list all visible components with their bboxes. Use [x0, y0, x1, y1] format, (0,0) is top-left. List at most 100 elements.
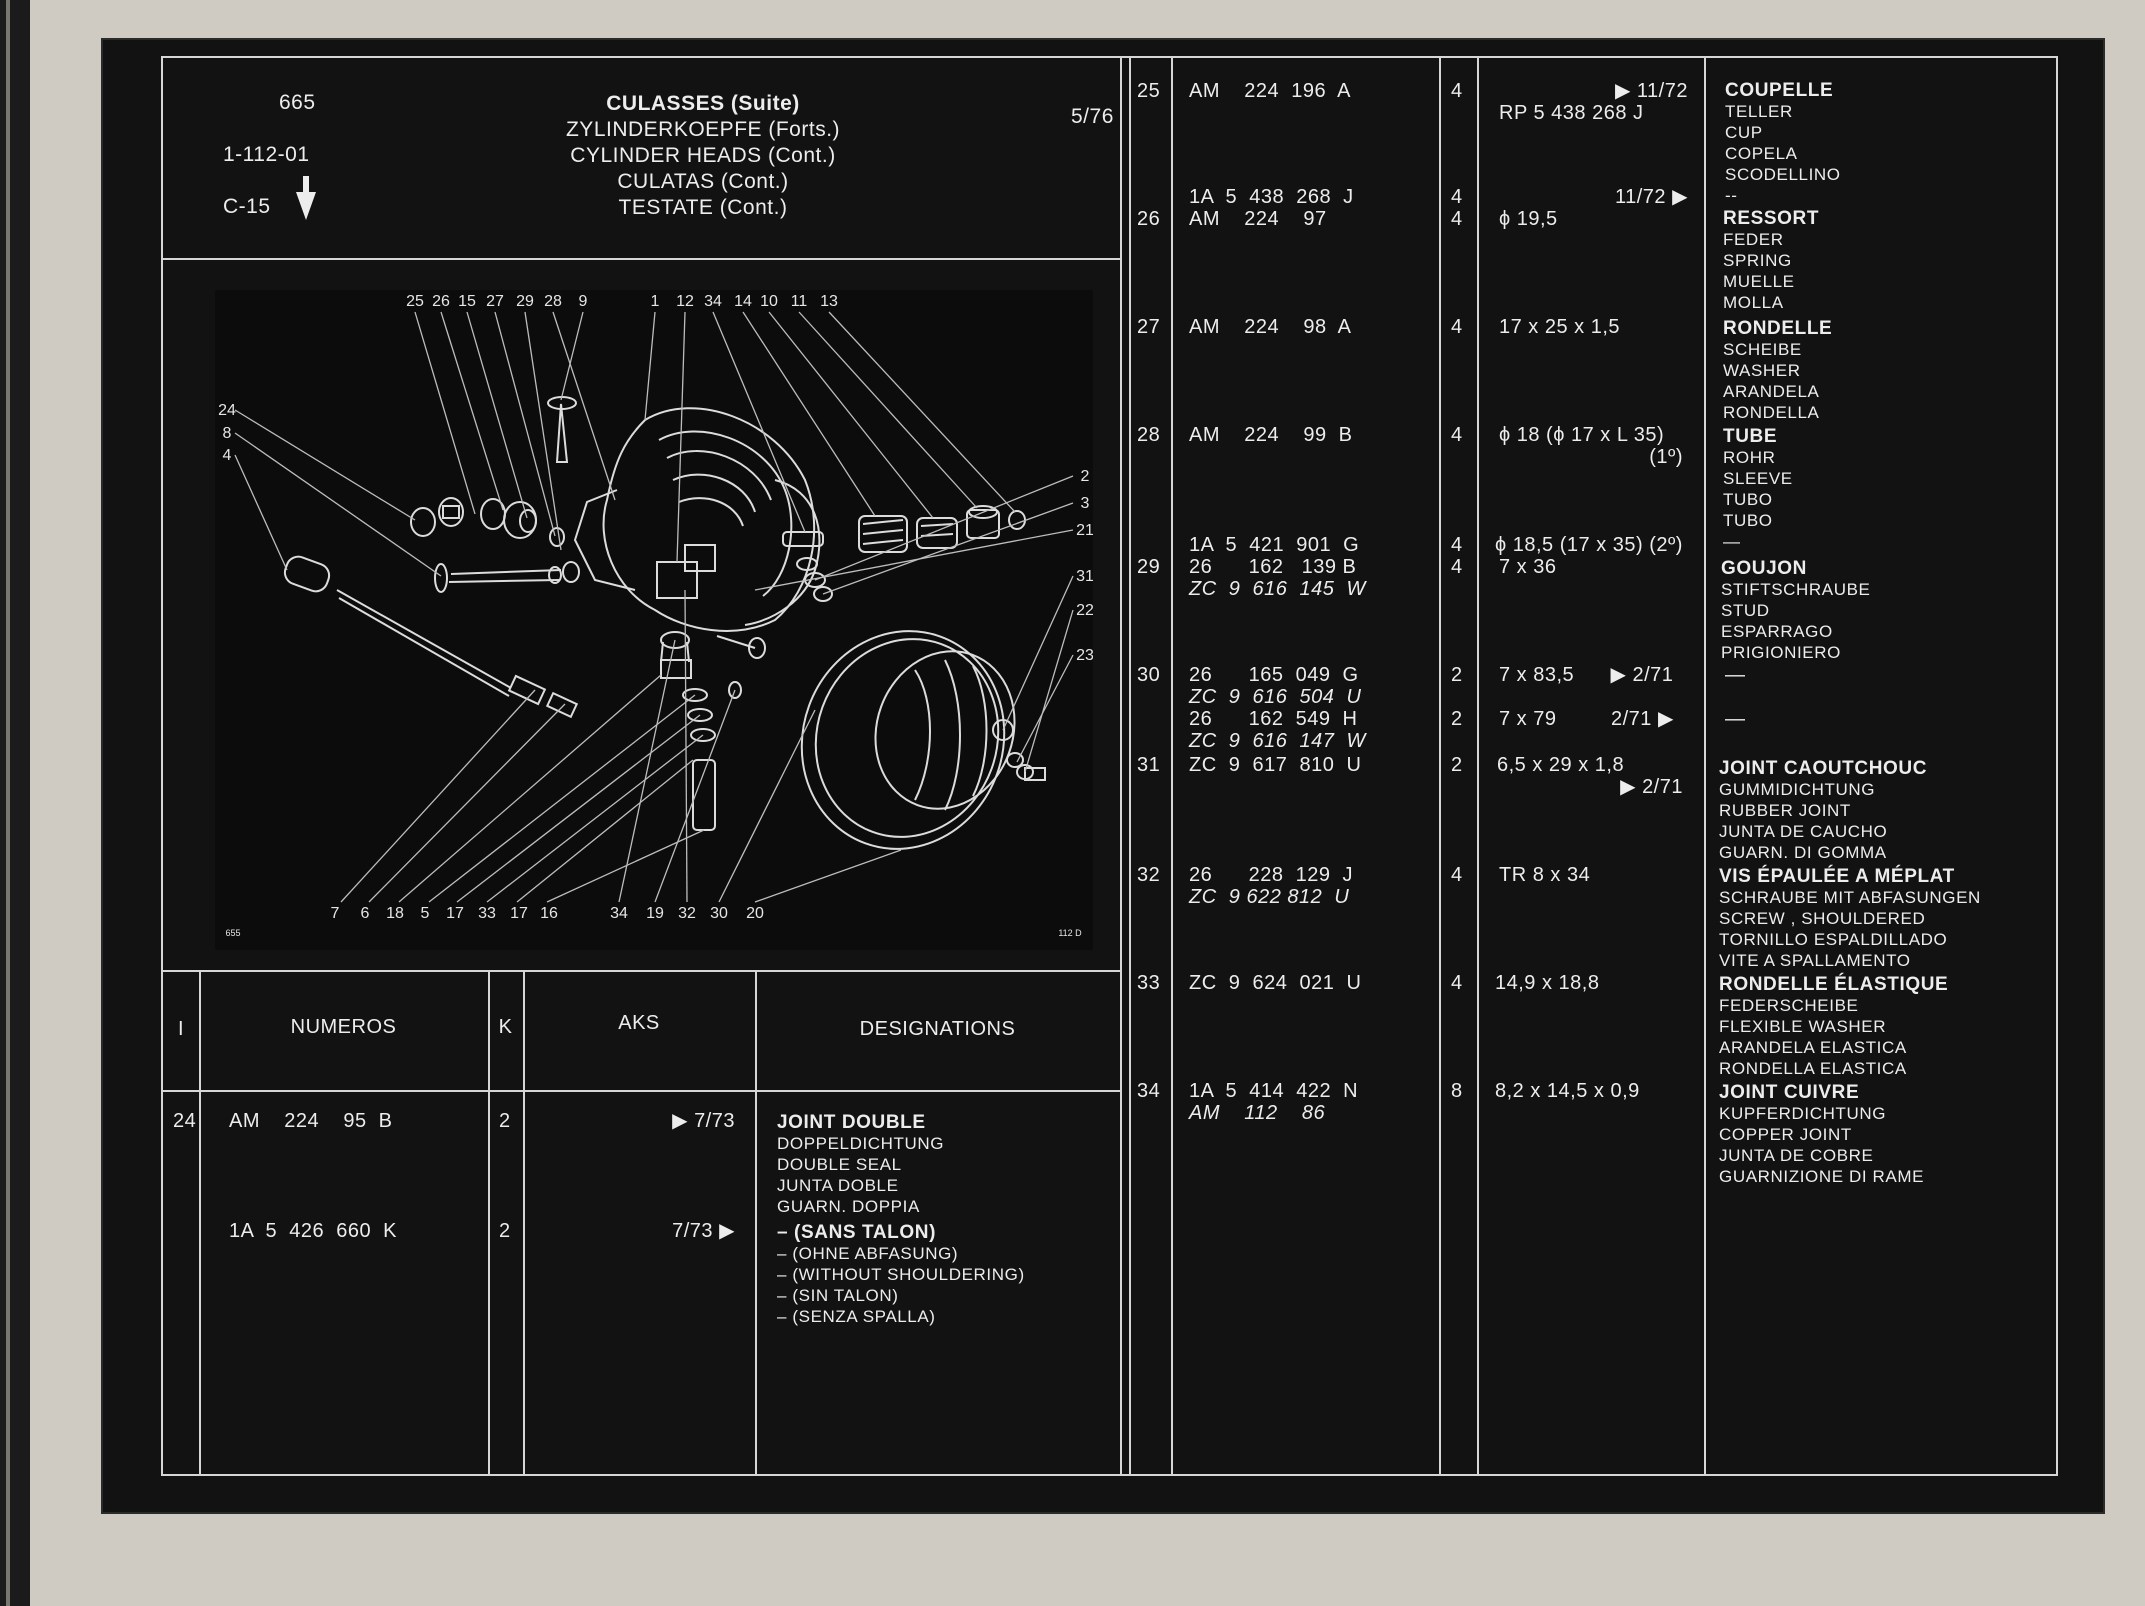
designation-de: FEDERSCHEIBE: [1719, 996, 1859, 1015]
row-aks-note: (1º): [1649, 446, 1683, 468]
row-k: 2: [1451, 664, 1463, 686]
callout-right-1: 2: [1081, 468, 1090, 485]
designation-list: VIS ÉPAULÉE A MÉPLAT SCHRAUBE MIT ABFASU…: [1719, 866, 1981, 971]
designation-es: JUNTA DE COBRE: [1719, 1146, 1874, 1165]
designation-en: DOUBLE SEAL: [777, 1155, 902, 1174]
row-k: 2: [1451, 708, 1463, 730]
row-aks: ▶ 11/72: [1614, 80, 1688, 102]
row-aks: 7/73 ▶: [672, 1220, 735, 1242]
callout-top-3: 15: [458, 293, 476, 310]
designation-es: COPELA: [1725, 144, 1798, 163]
designation-it: PRIGIONIERO: [1721, 643, 1841, 662]
designation-es: TUBO: [1723, 490, 1773, 509]
part-number-alt: AM 112 86: [1189, 1102, 1326, 1124]
part-number: ZC 9 617 810 U: [1189, 754, 1362, 776]
designation-de: SCHRAUBE MIT ABFASUNGEN: [1719, 888, 1981, 907]
designation-it: RONDELLA ELASTICA: [1719, 1059, 1907, 1078]
designation-main: RESSORT: [1723, 208, 1820, 229]
designation-en: CUP: [1725, 123, 1763, 142]
designation-de: SCHEIBE: [1723, 340, 1802, 359]
row-aks: 8,2 x 14,5 x 0,9: [1495, 1080, 1640, 1102]
title-english: CYLINDER HEADS (Cont.): [570, 144, 836, 167]
designation-list: TUBE ROHR SLEEVE TUBO TUBO —: [1723, 426, 1793, 552]
row-aks: 14,9 x 18,8: [1495, 972, 1600, 994]
row-aks: ϕ 19,5: [1499, 208, 1558, 230]
callout-bottom-12: 30: [710, 905, 728, 922]
row-aks: 7 x 83,5 ▶ 2/71: [1499, 664, 1674, 686]
left-k-divider: [523, 970, 525, 1474]
part-number-alt: ZC 9 622 812 U: [1189, 886, 1350, 908]
callout-top-1: 25: [406, 293, 424, 310]
callout-bottom-7: 17: [510, 905, 528, 922]
designation-en: – (WITHOUT SHOULDERING): [777, 1265, 1025, 1284]
part-number: 26 162 139 B: [1189, 556, 1357, 578]
callout-right-3: 21: [1076, 522, 1093, 539]
designation-dash: —: [1725, 708, 1746, 730]
designation-list: RONDELLE SCHEIBE WASHER ARANDELA RONDELL…: [1723, 318, 1832, 423]
diagram-callouts: 25 26 15 27 29 28 9 1 12 34 14 10 11 13 …: [218, 293, 1093, 938]
exploded-view-diagram: 25 26 15 27 29 28 9 1 12 34 14 10 11 13 …: [215, 290, 1093, 950]
part-number: 1A 5 421 901 G: [1189, 534, 1360, 556]
designation-es: MUELLE: [1723, 272, 1795, 291]
designation-main: – (SANS TALON): [777, 1222, 936, 1243]
part-number: 26 228 129 J: [1189, 864, 1354, 886]
microfiche-plate: 665 1-112-01 C-15 CULASSES (Suite) ZYLIN…: [103, 40, 2103, 1512]
row-index: 33: [1137, 972, 1161, 994]
designation-dash: —: [1725, 664, 1746, 686]
designation-es: JUNTA DE CAUCHO: [1719, 822, 1888, 841]
designation-en: SLEEVE: [1723, 469, 1793, 488]
row-index: 28: [1137, 424, 1161, 446]
row-index: 31: [1137, 754, 1161, 776]
row-index: 30: [1137, 664, 1161, 686]
diagram-corner-left: 655: [225, 928, 240, 938]
callout-bottom-4: 5: [421, 905, 430, 922]
part-number: 26 162 549 H: [1189, 708, 1358, 730]
callout-left-1: 24: [218, 402, 236, 419]
row-aks: 11/72 ▶: [1614, 186, 1688, 208]
designation-de: DOPPELDICHTUNG: [777, 1134, 945, 1153]
designation-list: GOUJON STIFTSCHRAUBE STUD ESPARRAGO PRIG…: [1721, 558, 1870, 663]
row-k: 2: [499, 1110, 511, 1132]
right-index-divider: [1171, 58, 1173, 1474]
row-k: 4: [1451, 972, 1463, 994]
center-divider-2: [1129, 58, 1131, 1474]
designation-de: – (OHNE ABFASUNG): [777, 1244, 959, 1263]
designation-es: – (SIN TALON): [777, 1286, 899, 1305]
row-index: 24: [173, 1110, 197, 1132]
designation-it: GUARNIZIONE DI RAME: [1719, 1167, 1925, 1186]
designation-note: --: [1725, 186, 1738, 205]
sheet-date: 5/76: [1071, 105, 1114, 128]
callout-top-12: 10: [760, 293, 778, 310]
col-numeros-header: NUMEROS: [290, 1016, 397, 1038]
row-k: 4: [1451, 316, 1463, 338]
col-k-header: K: [498, 1016, 513, 1038]
callout-top-6: 28: [544, 293, 562, 310]
title-spanish: CULATAS (Cont.): [617, 170, 789, 193]
row-k: 4: [1451, 864, 1463, 886]
designation-it: RONDELLA: [1723, 403, 1820, 422]
row-index: 25: [1137, 80, 1161, 102]
callout-top-8: 1: [651, 293, 660, 310]
table-head-top: [163, 970, 1120, 972]
row-k: 4: [1451, 534, 1463, 556]
part-number: AM 224 97: [1189, 208, 1327, 230]
designation-note: —: [1723, 532, 1741, 551]
designation-de: TELLER: [1725, 102, 1793, 121]
part-number: AM 224 95 B: [229, 1110, 393, 1132]
row-aks: 7 x 79 2/71 ▶: [1499, 708, 1674, 730]
designation-list: RESSORT FEDER SPRING MUELLE MOLLA: [1723, 208, 1819, 313]
right-k-divider: [1477, 58, 1479, 1474]
callout-bottom-6: 33: [478, 905, 496, 922]
callout-bottom-8: 16: [540, 905, 558, 922]
row-aks: 17 x 25 x 1,5: [1499, 316, 1621, 338]
designation-main: JOINT DOUBLE: [777, 1112, 926, 1133]
left-index-divider: [199, 970, 201, 1474]
col-index-header: I: [177, 1018, 185, 1040]
ref-665: 665: [279, 91, 316, 114]
designation-es: JUNTA DOBLE: [777, 1176, 899, 1195]
designation-main: GOUJON: [1721, 558, 1807, 579]
designation-en: RUBBER JOINT: [1719, 801, 1851, 820]
designation-list: JOINT CAOUTCHOUC GUMMIDICHTUNG RUBBER JO…: [1719, 758, 1927, 863]
callout-bottom-9: 34: [610, 905, 628, 922]
part-number: 1A 5 438 268 J: [1189, 186, 1354, 208]
